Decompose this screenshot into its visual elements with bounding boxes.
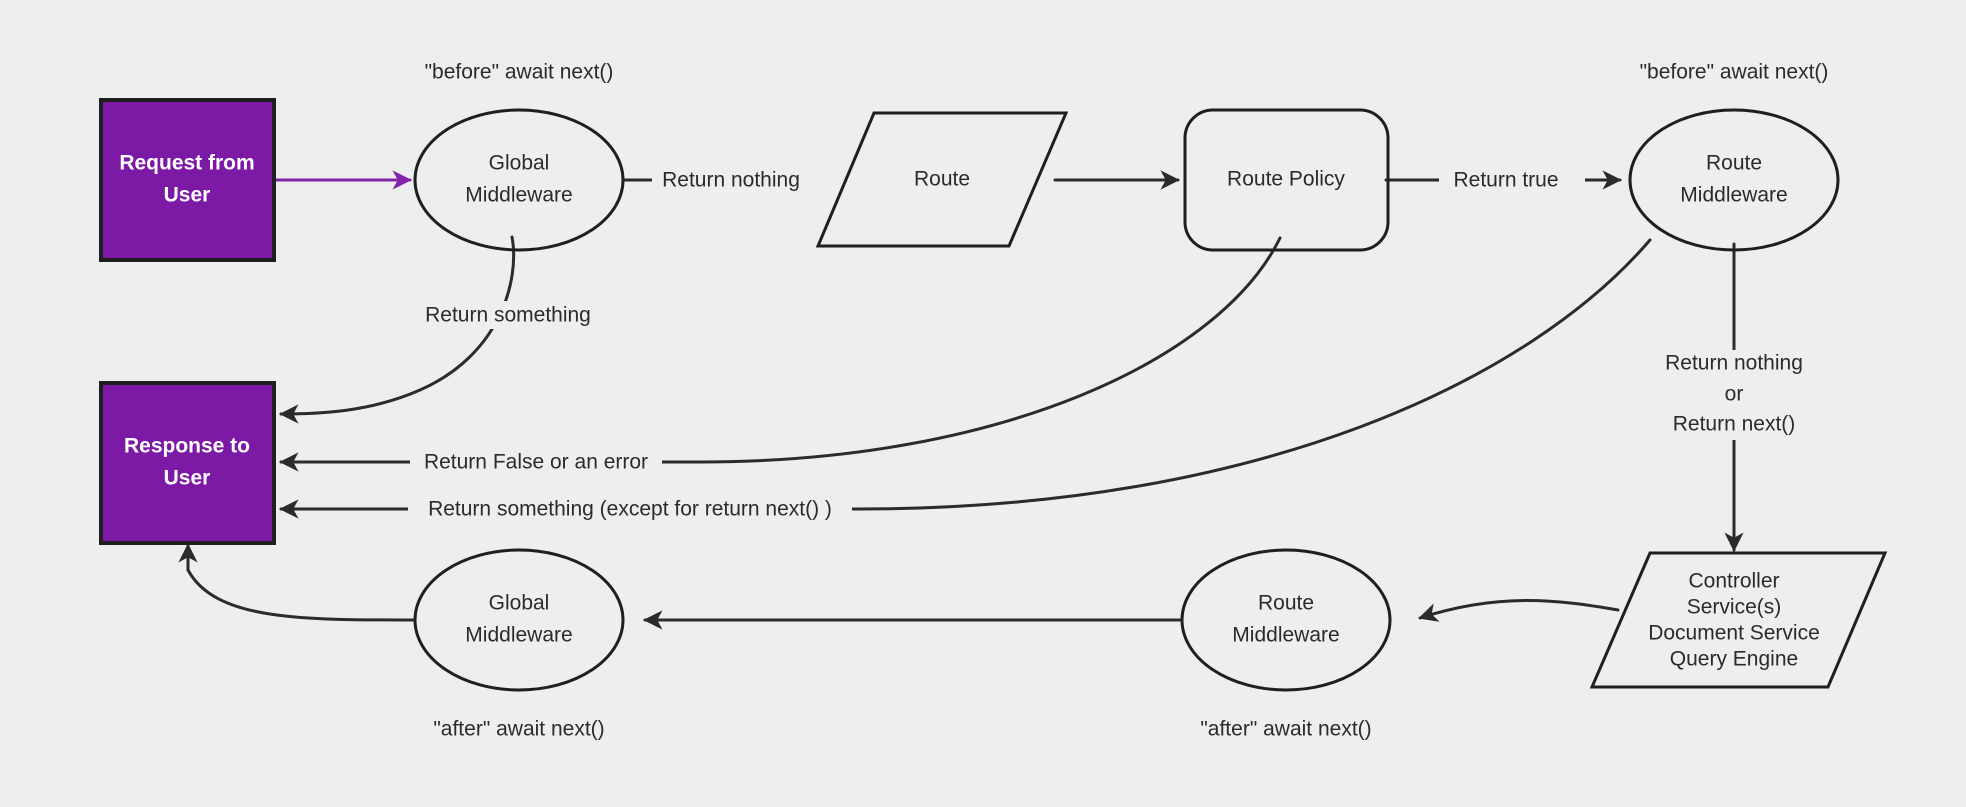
route-policy-node[interactable] [1183, 108, 1390, 252]
request-from-user-label-line2: User [164, 184, 211, 207]
edge-label-bg-return-nothing-or-next [1645, 350, 1823, 440]
route-middleware-bottom-node[interactable] [1180, 548, 1392, 692]
annotation-before-await-next-route: "before" await next() [1640, 61, 1829, 84]
edge-controller-to-route-middleware-bottom [1418, 599, 1620, 622]
request-from-user-box[interactable] [99, 98, 276, 262]
edge-label-bg-return-something-except [408, 495, 852, 523]
edge-label-return-something-except-next: Return something (except for return next… [428, 498, 832, 521]
edge-label-return-true: Return true [1453, 169, 1558, 192]
route-node[interactable] [815, 111, 1069, 248]
global-middleware-bottom-node[interactable] [413, 548, 625, 692]
response-to-user-label-line1: Response to [124, 435, 250, 458]
route-middleware-bottom-label-line1: Route [1258, 592, 1314, 615]
controller-label-line1: Controller [1688, 570, 1779, 593]
response-to-user-label-line2: User [164, 467, 211, 490]
edge-route-middleware-return-something [279, 238, 1652, 519]
route-policy-label: Route Policy [1227, 168, 1345, 191]
annotation-after-await-next-route: "after" await next() [1200, 718, 1371, 741]
route-middleware-bottom-label-line2: Middleware [1232, 624, 1339, 647]
route-label: Route [914, 168, 970, 191]
request-from-user-label-line1: Request from [119, 152, 254, 175]
annotation-before-await-next-global: "before" await next() [425, 61, 614, 84]
response-to-user-box[interactable] [99, 381, 276, 545]
global-middleware-top-label-line2: Middleware [465, 184, 572, 207]
controller-label-line3: Document Service [1648, 622, 1820, 645]
annotation-after-await-next-global: "after" await next() [433, 718, 604, 741]
controller-label-line2: Service(s) [1687, 596, 1782, 619]
edge-global-middleware-return-something [279, 235, 516, 424]
global-middleware-bottom-label-line1: Global [489, 592, 550, 615]
route-middleware-top-node[interactable] [1628, 108, 1840, 252]
route-middleware-top-label-line1: Route [1706, 152, 1762, 175]
controller-label-line4: Query Engine [1670, 648, 1798, 671]
edge-label-bg-return-something [412, 301, 604, 329]
edge-label-bg-return-false [410, 449, 662, 477]
edge-label-return-false-or-error: Return False or an error [424, 451, 648, 474]
controller-node[interactable] [1589, 551, 1888, 689]
edge-label-return-something: Return something [425, 304, 591, 327]
edge-label-return-next: Return next() [1673, 413, 1796, 436]
edge-route-policy-return-false [279, 236, 1282, 472]
edge-label-bg-return-true [1439, 166, 1585, 194]
edge-label-or: or [1725, 383, 1744, 406]
edge-label-return-nothing: Return nothing [662, 169, 800, 192]
global-middleware-bottom-label-line2: Middleware [465, 624, 572, 647]
global-middleware-top-node[interactable] [413, 108, 625, 252]
route-middleware-top-label-line2: Middleware [1680, 184, 1787, 207]
edge-label-return-nothing-2: Return nothing [1665, 352, 1803, 375]
edge-global-middleware-bottom-to-response [178, 543, 415, 622]
global-middleware-top-label-line1: Global [489, 152, 550, 175]
edge-label-bg-return-nothing [652, 166, 827, 194]
